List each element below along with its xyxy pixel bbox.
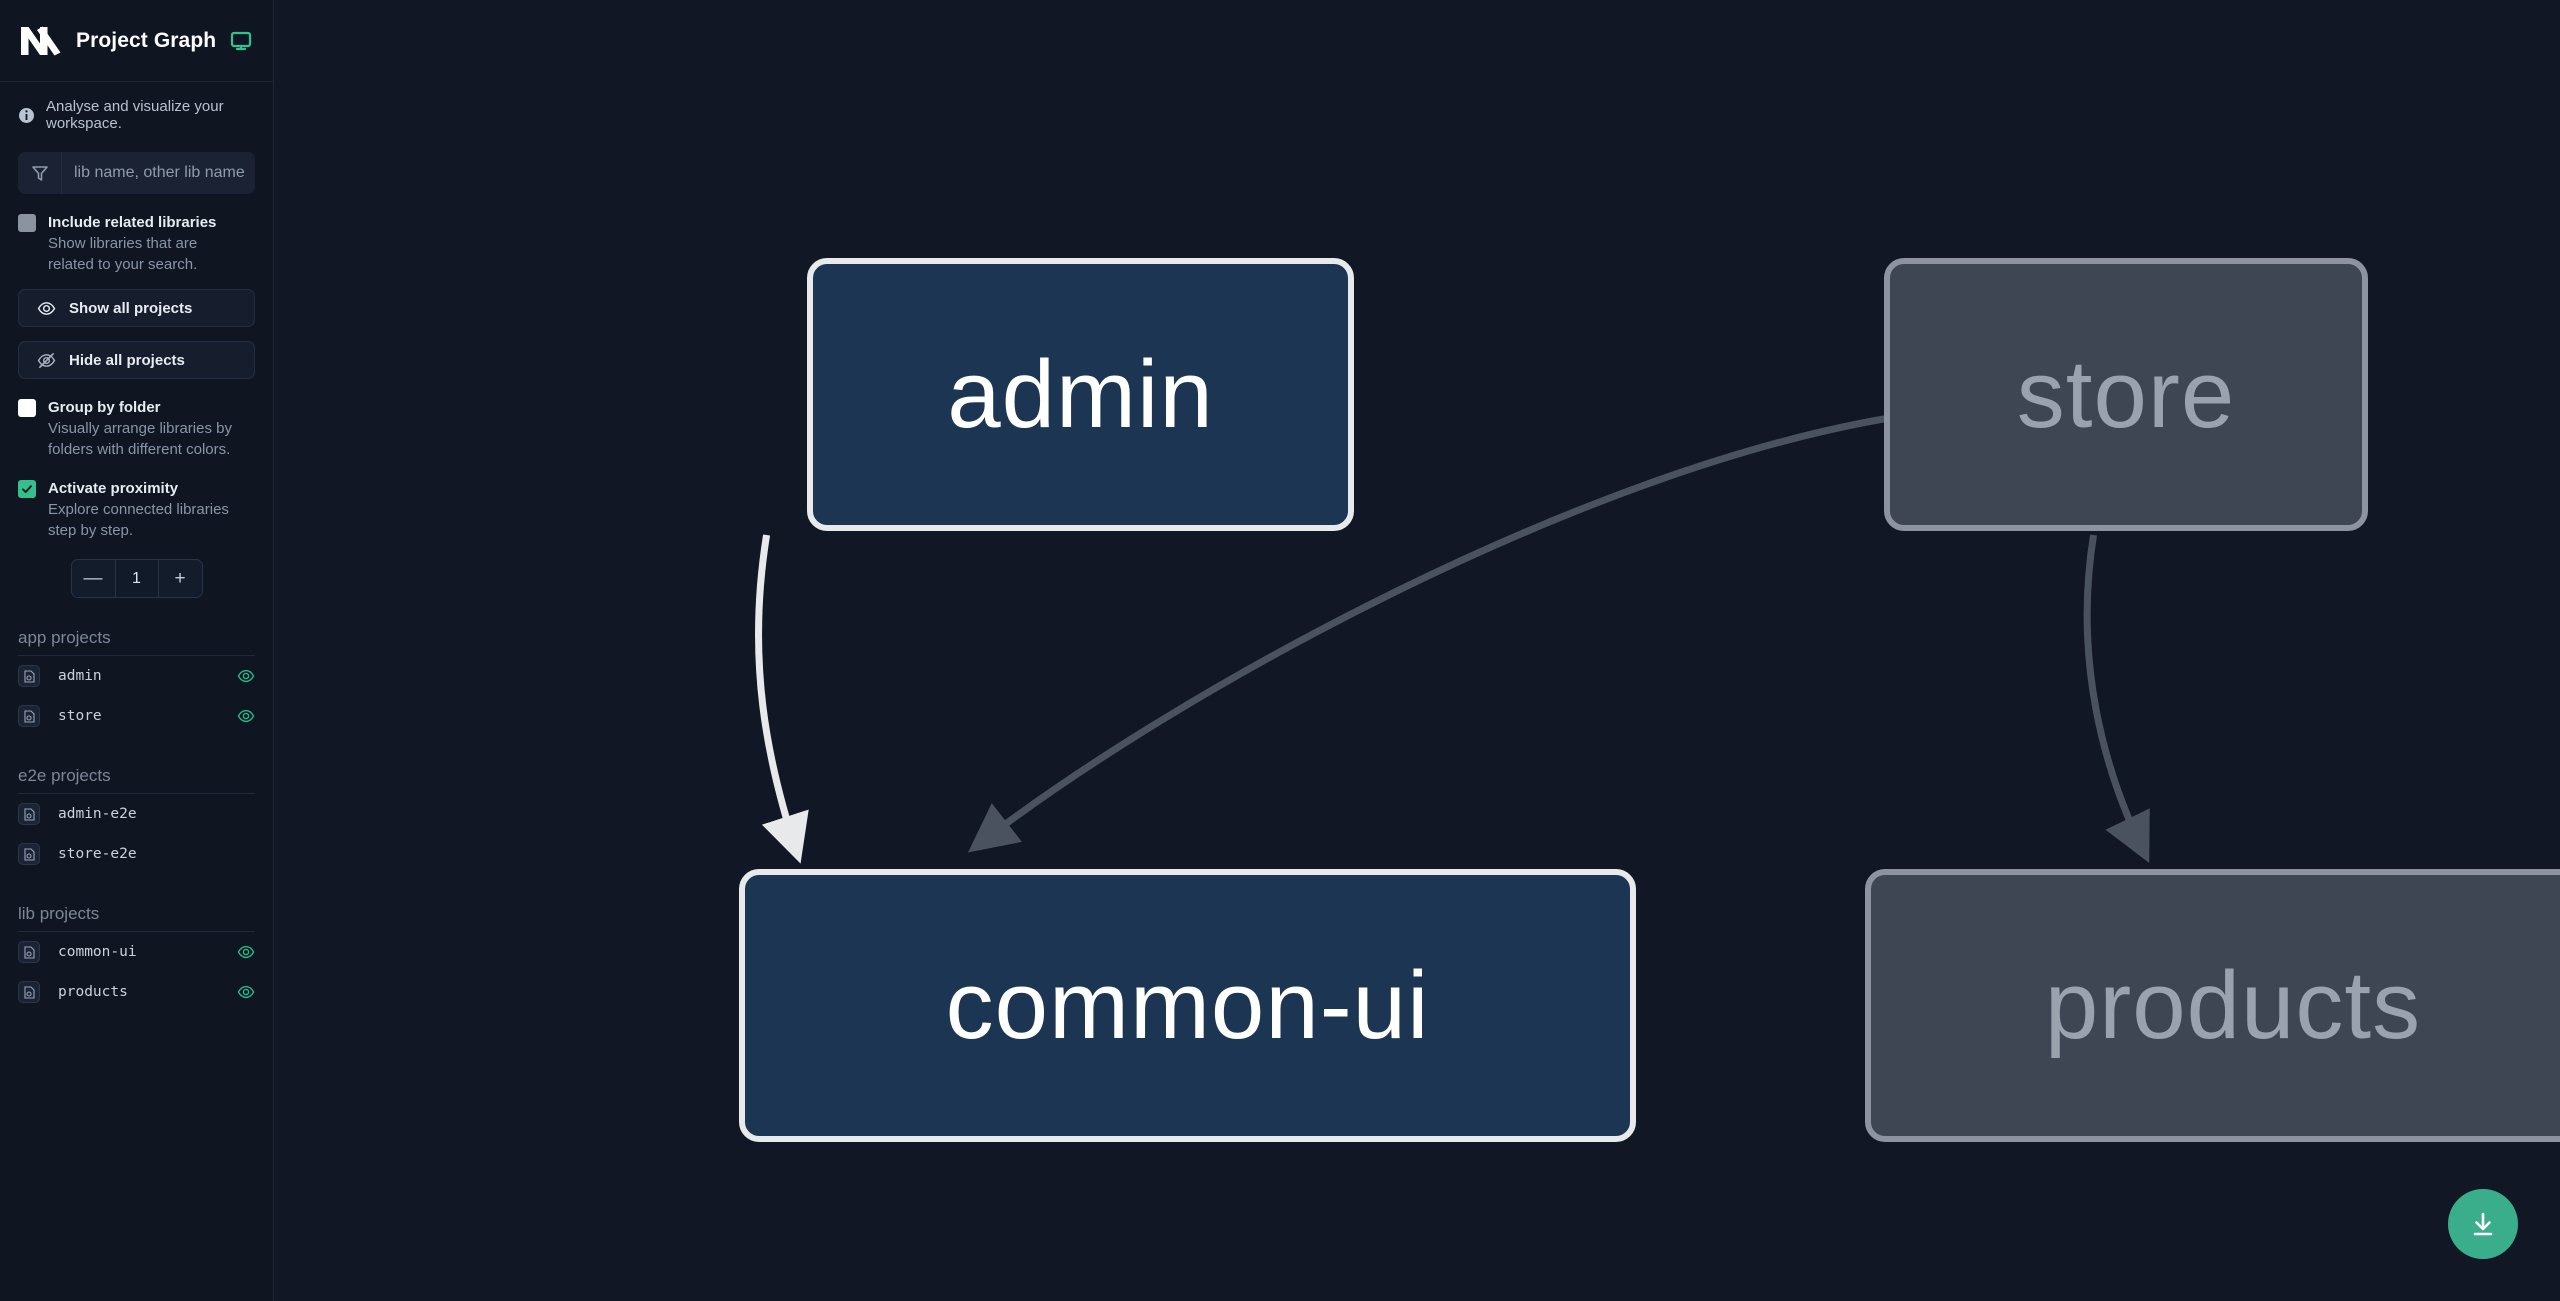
project-item-common-ui[interactable]: common-ui [18, 932, 255, 972]
group-e2e-projects: e2e projects admin-e2e store-e2 [0, 766, 273, 874]
group-lib-projects: lib projects common-ui [0, 904, 273, 1012]
show-all-projects-button[interactable]: Show all projects [18, 289, 255, 327]
info-icon [18, 107, 35, 124]
funnel-filter-icon [18, 152, 62, 194]
option-include-related-libraries[interactable]: Include related libraries Show libraries… [0, 194, 273, 275]
project-name: store [58, 708, 102, 724]
option-description: Visually arrange libraries by folders wi… [48, 420, 232, 458]
project-item-admin-e2e[interactable]: admin-e2e [18, 794, 255, 834]
option-title: Group by folder [48, 399, 161, 416]
project-file-icon [18, 803, 40, 825]
project-name: products [58, 984, 128, 1000]
show-all-projects-label: Show all projects [69, 299, 193, 317]
graph-node-store[interactable]: store [1884, 258, 2368, 531]
node-label: products [2044, 951, 2422, 1059]
option-description: Show libraries that are related to your … [48, 235, 198, 273]
project-item-store-e2e[interactable]: store-e2e [18, 834, 255, 874]
eye-icon[interactable] [237, 667, 255, 685]
graph-edges [754, 414, 2150, 864]
eye-icon[interactable] [237, 943, 255, 961]
tagline: Analyse and visualize your workspace. [0, 82, 273, 146]
project-file-icon [18, 981, 40, 1003]
checkbox-activate-proximity[interactable] [18, 480, 36, 498]
project-file-icon [18, 665, 40, 687]
option-title: Activate proximity [48, 480, 179, 497]
proximity-decrease-button[interactable]: — [71, 560, 116, 597]
project-item-admin[interactable]: admin [18, 656, 255, 696]
proximity-stepper[interactable]: — 1 + [70, 559, 203, 598]
download-icon [2473, 1212, 2493, 1236]
node-label: store [2016, 340, 2236, 448]
option-activate-proximity[interactable]: Activate proximity Explore connected lib… [0, 460, 273, 541]
eye-off-icon [37, 351, 56, 370]
graph-canvas[interactable]: admin store common-ui products [274, 0, 2560, 1301]
eye-icon[interactable] [237, 983, 255, 1001]
edge-store-to-common-ui [967, 414, 1891, 853]
edge-admin-to-common-ui [754, 534, 809, 864]
project-name: admin [58, 668, 102, 684]
group-title: app projects [18, 628, 255, 656]
tagline-text: Analyse and visualize your workspace. [46, 98, 224, 132]
checkbox-include-related-libraries[interactable] [18, 214, 36, 232]
project-item-products[interactable]: products [18, 972, 255, 1012]
project-name: store-e2e [58, 846, 137, 862]
hide-all-projects-label: Hide all projects [69, 351, 185, 369]
project-name: common-ui [58, 944, 137, 960]
eye-icon[interactable] [237, 707, 255, 725]
page-title: Project Graph [76, 28, 217, 52]
project-file-icon [18, 941, 40, 963]
project-item-store[interactable]: store [18, 696, 255, 736]
search-box[interactable] [18, 152, 255, 194]
graph-node-admin[interactable]: admin [807, 258, 1354, 531]
sidebar: Project Graph Analyse and visualize your… [0, 0, 285, 1301]
download-graph-button[interactable] [2448, 1189, 2518, 1259]
eye-icon [37, 299, 56, 318]
nx-logo-icon [18, 20, 62, 61]
monitor-icon[interactable] [230, 30, 252, 52]
project-name: admin-e2e [58, 806, 137, 822]
node-label: common-ui [945, 951, 1430, 1059]
node-label: admin [947, 340, 1214, 448]
checkbox-group-by-folder[interactable] [18, 399, 36, 417]
option-description: Explore connected libraries step by step… [48, 501, 229, 539]
edge-store-to-products [2083, 534, 2150, 864]
hide-all-projects-button[interactable]: Hide all projects [18, 341, 255, 379]
option-title: Include related libraries [48, 214, 217, 231]
proximity-value: 1 [115, 560, 158, 597]
project-file-icon [18, 705, 40, 727]
option-group-by-folder[interactable]: Group by folder Visually arrange librari… [0, 379, 273, 460]
proximity-increase-button[interactable]: + [157, 560, 202, 597]
group-title: lib projects [18, 904, 255, 932]
search-input[interactable] [62, 152, 255, 194]
graph-node-common-ui[interactable]: common-ui [739, 869, 1636, 1142]
graph-node-products[interactable]: products [1865, 869, 2560, 1142]
sidebar-header: Project Graph [0, 0, 273, 82]
project-file-icon [18, 843, 40, 865]
group-title: e2e projects [18, 766, 255, 794]
group-app-projects: app projects admin [0, 628, 273, 736]
